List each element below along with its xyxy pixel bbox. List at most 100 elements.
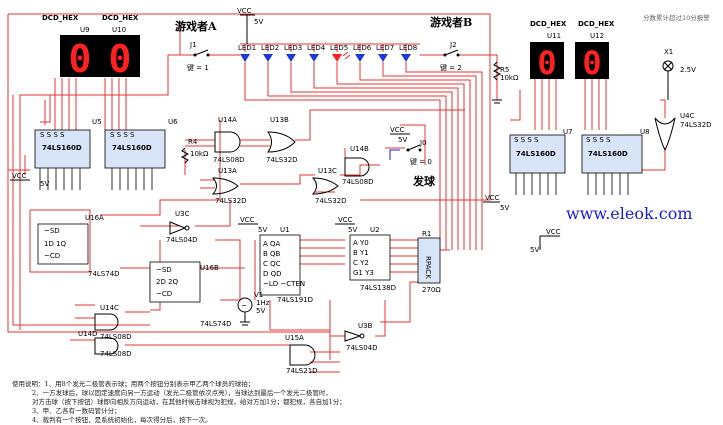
- u9-label: U9: [80, 26, 90, 34]
- svg-text:VCC: VCC: [338, 216, 353, 224]
- switch-j0[interactable]: J0 键 = 0: [406, 139, 432, 166]
- svg-text:5V: 5V: [40, 180, 49, 188]
- svg-text:LED2: LED2: [261, 44, 279, 52]
- led-row: LED1 LED2 LED3 LED4 LED5 LED6 LED7: [238, 44, 417, 62]
- led-1: LED1: [238, 44, 256, 62]
- svg-text:74LS160D: 74LS160D: [588, 150, 628, 158]
- svg-text:5V: 5V: [348, 226, 357, 234]
- vcc-top: VCC 5V: [237, 7, 263, 44]
- svg-text:~LD ~CTEN: ~LD ~CTEN: [263, 280, 305, 288]
- svg-text:R1: R1: [422, 230, 431, 238]
- vcc-u1: VCC 5V: [238, 216, 267, 234]
- svg-text:LED6: LED6: [353, 44, 372, 52]
- svg-text:74LS08D: 74LS08D: [213, 156, 245, 164]
- note-line: 对方击球（按下按钮）球即向相反方向运动，在其他时候击球视为犯规，给对方加1分；都…: [32, 397, 346, 406]
- j2-label: J2: [449, 41, 457, 49]
- svg-text:VCC: VCC: [485, 194, 500, 202]
- svg-text:R5: R5: [500, 66, 509, 74]
- watermark: www.eleok.com: [566, 204, 693, 223]
- svg-text:U5: U5: [92, 118, 102, 126]
- gate-u14a: U14A 74LS08D: [213, 116, 245, 164]
- lamp-x1: X1 2.5V: [662, 48, 696, 100]
- svg-text:U6: U6: [168, 118, 178, 126]
- svg-text:0: 0: [537, 44, 556, 82]
- svg-text:LED8: LED8: [399, 44, 417, 52]
- source-v1: ~ V1 1Hz 5V: [237, 291, 270, 326]
- svg-text:1Hz: 1Hz: [256, 299, 270, 307]
- chip-u8: U8 S S S S 74LS160D: [581, 128, 650, 195]
- svg-text:U14B: U14B: [350, 145, 369, 153]
- inverter-u3b: U3B 74LS04D: [344, 322, 378, 352]
- diode-icon-lit: [332, 54, 342, 62]
- seven-segment-display: [100, 35, 140, 77]
- led-3: LED3: [284, 44, 302, 62]
- serve-label: 发球: [412, 174, 436, 188]
- svg-text:U3B: U3B: [358, 322, 373, 330]
- diode-icon: [309, 54, 319, 62]
- seven-segment-display: [575, 42, 609, 79]
- key-label: 键 = 1: [187, 63, 209, 72]
- usage-notes: 使用说明：1、用8个发光二极管表示球；用两个按钮分别表示甲乙两个球员的球拍； 2…: [12, 379, 346, 424]
- diode-icon: [355, 54, 365, 62]
- note-line: 3、甲、乙各有一数码管计分；: [32, 406, 121, 415]
- voltage-label: 5V: [254, 18, 263, 26]
- key-label: 键 = 2: [440, 63, 462, 72]
- svg-text:10kΩ: 10kΩ: [190, 150, 209, 158]
- svg-text:VCC: VCC: [390, 126, 405, 134]
- svg-text:U1: U1: [280, 226, 290, 234]
- gate-u14d: U14D 74LS08D: [78, 330, 132, 358]
- svg-text:74LS21D: 74LS21D: [286, 367, 318, 375]
- gate-u13a: U13A 74LS32D: [211, 167, 247, 205]
- vcc-right-1: VCC 5V: [483, 194, 509, 212]
- svg-text:74LS160D: 74LS160D: [42, 144, 82, 152]
- svg-text:74LS04D: 74LS04D: [166, 236, 198, 244]
- svg-text:U14A: U14A: [218, 116, 237, 124]
- svg-text:5V: 5V: [256, 307, 265, 315]
- dcd-hex-label: DCD_HEX: [530, 20, 567, 28]
- gate-u4c: U4C 74LS32D: [654, 112, 712, 152]
- vcc-right-2: VCC 5V: [530, 228, 561, 254]
- display-u12: DCD_HEX U12 0: [575, 20, 615, 82]
- svg-text:U16A: U16A: [85, 214, 104, 222]
- vcc-left: VCC 5V: [10, 172, 49, 188]
- key-label: 键 = 0: [410, 157, 432, 166]
- svg-text:74LS191D: 74LS191D: [277, 296, 313, 304]
- svg-text:74LS32D: 74LS32D: [315, 197, 347, 205]
- svg-text:C QC: C QC: [263, 260, 281, 268]
- switch-j1[interactable]: J1 键 = 1: [187, 41, 210, 72]
- svg-text:~: ~: [241, 302, 247, 310]
- flipflop-u16a: U16A ~SD 1D 1Q ~CD 74LS74D: [37, 214, 120, 278]
- svg-text:74LS08D: 74LS08D: [100, 350, 132, 358]
- dcd-hex-label: DCD_HEX: [578, 20, 615, 28]
- svg-text:74LS32D: 74LS32D: [215, 197, 247, 205]
- svg-text:~SD: ~SD: [44, 227, 60, 235]
- vcc-u2: VCC 5V: [335, 216, 357, 234]
- svg-text:U4C: U4C: [680, 112, 695, 120]
- resistor-r4: R4 10kΩ: [180, 138, 209, 164]
- svg-text:U3C: U3C: [175, 210, 190, 218]
- svg-text:S S S S: S S S S: [40, 131, 65, 139]
- svg-text:V1: V1: [254, 291, 263, 299]
- dcd-hex-label: DCD_HEX: [102, 14, 139, 22]
- svg-text:VCC: VCC: [12, 172, 27, 180]
- j0-label: J0: [419, 139, 427, 147]
- svg-text:74LS32D: 74LS32D: [680, 121, 712, 129]
- note-line: 4、裁判有一个按钮，是系统初始化，每次得分后，按下一次。: [32, 415, 212, 424]
- svg-text:S S S S: S S S S: [586, 136, 611, 144]
- svg-text:S S S S: S S S S: [110, 131, 135, 139]
- wires: [7, 13, 666, 373]
- svg-text:~CD: ~CD: [156, 290, 172, 298]
- u12-label: U12: [590, 32, 604, 40]
- led-8: LED8: [399, 44, 417, 62]
- diode-icon: [378, 54, 388, 62]
- svg-text:LED1: LED1: [238, 44, 256, 52]
- chip-u7: U7 S S S S 74LS160D: [509, 128, 573, 195]
- switch-j2[interactable]: J2 键 = 2: [440, 41, 462, 72]
- j1-label: J1: [189, 41, 197, 49]
- diode-icon: [401, 54, 411, 62]
- led-7: LED7: [376, 44, 394, 62]
- svg-text:U16B: U16B: [200, 264, 219, 272]
- player-b-label: 游戏者B: [430, 15, 472, 29]
- svg-text:74LS74D: 74LS74D: [200, 320, 232, 328]
